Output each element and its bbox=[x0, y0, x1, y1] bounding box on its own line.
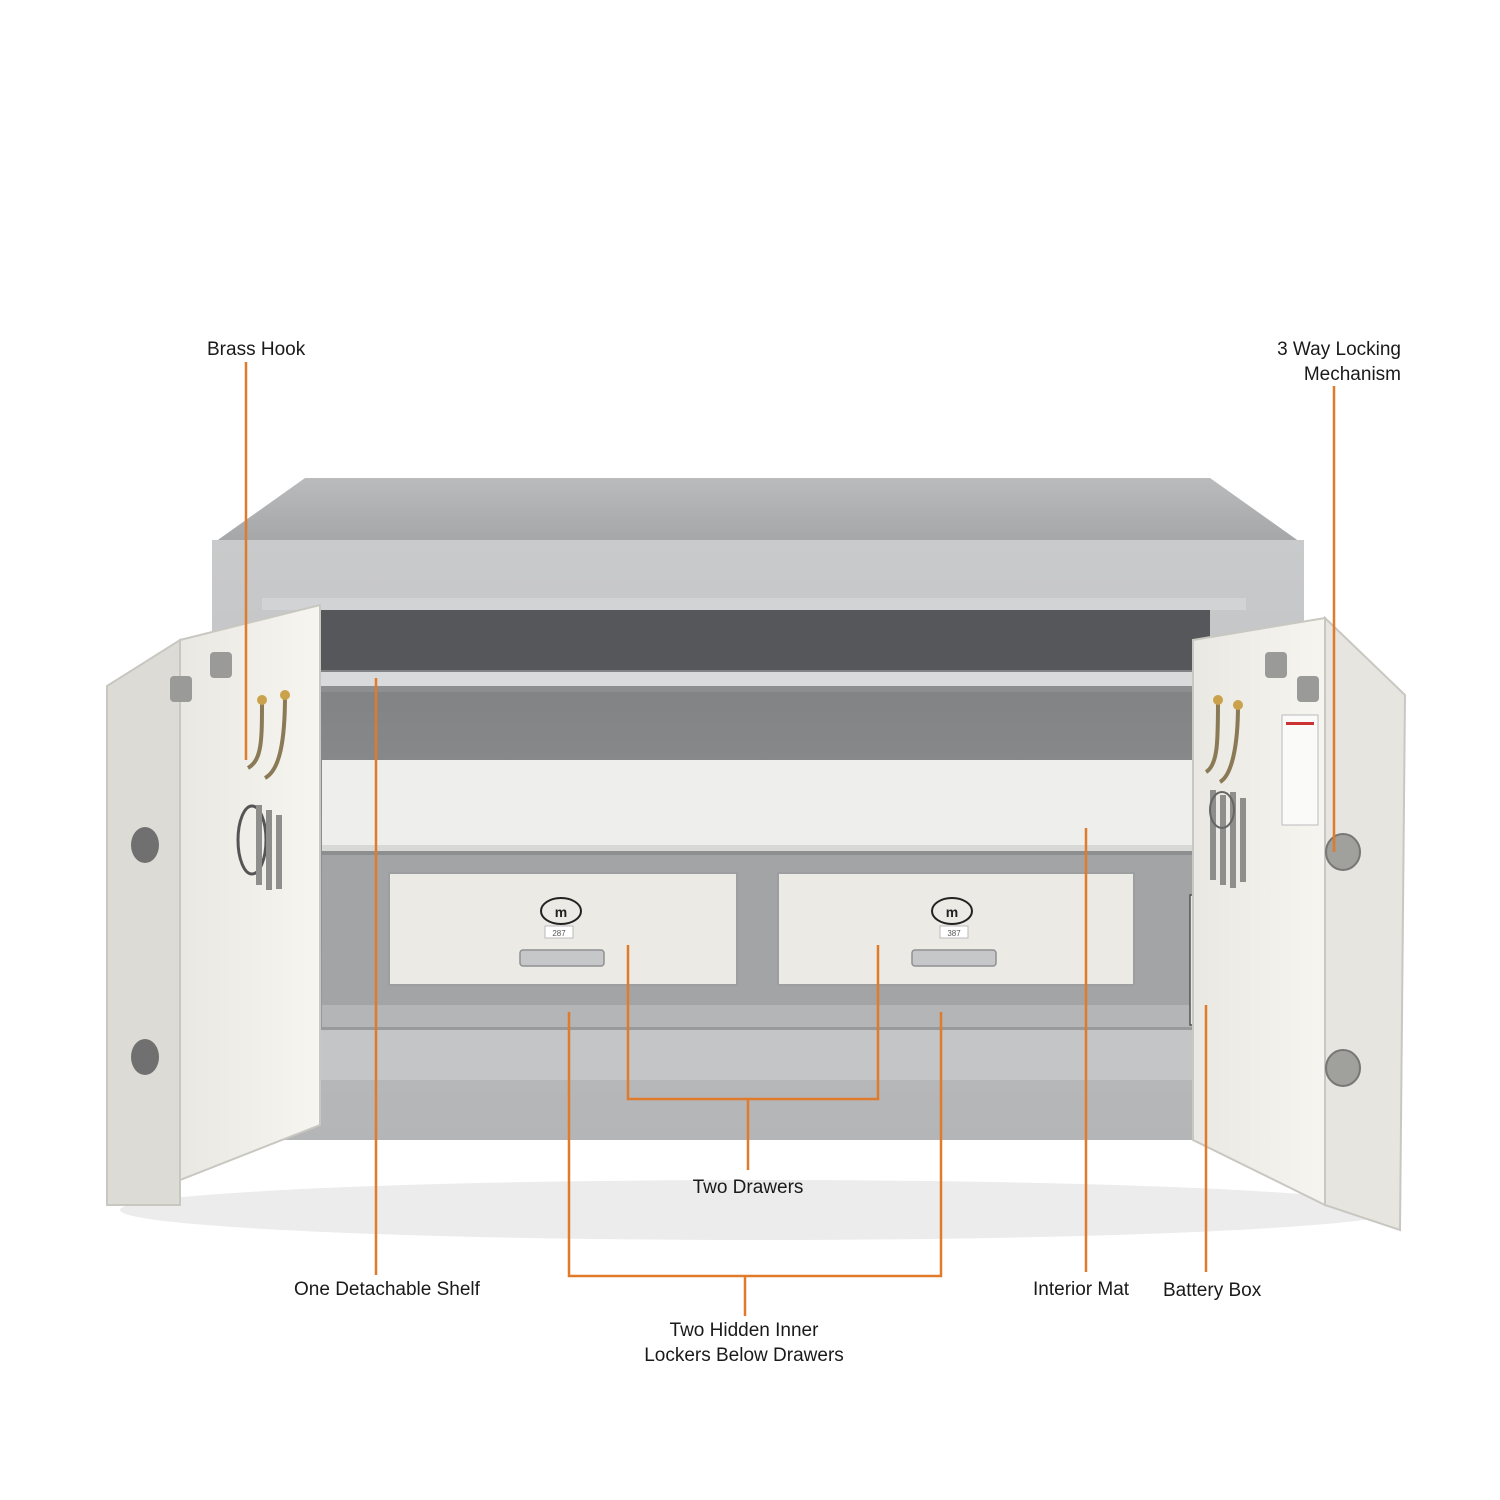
opening-lip bbox=[262, 598, 1246, 610]
label-two-drawers: Two Drawers bbox=[692, 1177, 804, 1198]
drawer-tag-right: 387 bbox=[947, 929, 961, 938]
left-door-pin-2 bbox=[210, 652, 232, 678]
brass-hook-left bbox=[246, 690, 290, 780]
detachable-shelf bbox=[318, 672, 1200, 688]
interior-top-shadow bbox=[310, 610, 1210, 670]
callout-lines bbox=[244, 362, 1336, 1316]
label-brass-hook: Brass Hook bbox=[207, 339, 306, 360]
label-three-way-locking: 3 Way Locking Mechanism bbox=[1200, 337, 1401, 387]
svg-text:m: m bbox=[555, 904, 567, 920]
hidden-lockers-strip bbox=[322, 1005, 1198, 1027]
callout-bracket-hidden-lockers bbox=[567, 1012, 943, 1278]
left-bolt-hole-top bbox=[131, 827, 159, 863]
keys-right bbox=[1209, 790, 1246, 888]
callout-bracket-drawers bbox=[626, 945, 880, 1101]
svg-text:m: m bbox=[946, 904, 958, 920]
drawer-handle-right bbox=[911, 949, 997, 967]
drawer-handle-left bbox=[519, 949, 605, 967]
drawer-tag-left: 287 bbox=[552, 929, 566, 938]
left-door-pin-1 bbox=[170, 676, 192, 702]
right-door-pin-1 bbox=[1265, 652, 1287, 678]
interior-mat bbox=[322, 760, 1198, 848]
label-battery-box: Battery Box bbox=[1163, 1280, 1262, 1301]
drawer-logo-left: m bbox=[540, 897, 582, 925]
floor-shadow bbox=[120, 1180, 1400, 1240]
label-three-way-locking-line1: 3 Way Locking bbox=[1277, 339, 1401, 360]
safe-top bbox=[215, 478, 1300, 542]
locking-bolt-bottom bbox=[1325, 1049, 1361, 1087]
right-door bbox=[1192, 615, 1407, 1232]
keys-left bbox=[236, 804, 282, 890]
right-door-pin-2 bbox=[1297, 676, 1319, 702]
brass-hook-right bbox=[1204, 695, 1243, 784]
label-hidden-lockers-line1: Two Hidden Inner bbox=[669, 1320, 819, 1341]
label-hidden-lockers: Two Hidden Inner Lockers Below Drawers bbox=[594, 1318, 894, 1368]
locking-bolt-top bbox=[1325, 833, 1361, 871]
left-bolt-hole-bottom bbox=[131, 1039, 159, 1075]
instruction-sticker bbox=[1281, 714, 1319, 826]
drawer-logo-right: m bbox=[931, 897, 973, 925]
left-door bbox=[106, 603, 321, 1206]
label-three-way-locking-line2: Mechanism bbox=[1303, 364, 1401, 385]
safe-base bbox=[300, 1030, 1220, 1080]
label-detachable-shelf: One Detachable Shelf bbox=[294, 1279, 480, 1300]
label-interior-mat: Interior Mat bbox=[1033, 1279, 1130, 1300]
label-hidden-lockers-line2: Lockers Below Drawers bbox=[644, 1345, 844, 1366]
